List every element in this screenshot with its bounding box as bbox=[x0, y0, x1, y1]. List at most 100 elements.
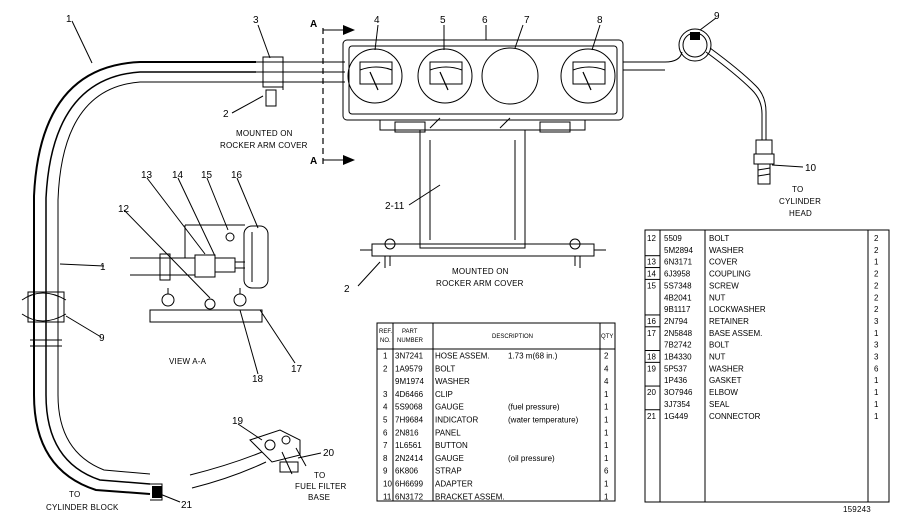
row-description: COVER bbox=[709, 258, 738, 267]
row-part-number: 1G449 bbox=[664, 412, 689, 421]
row-part-number: 6H6699 bbox=[395, 480, 424, 489]
row-description: NUT bbox=[709, 353, 726, 362]
row-ref: 4 bbox=[383, 403, 388, 412]
callout-9-lower: 9 bbox=[99, 333, 105, 344]
caption-mounted-on-2: MOUNTED ON bbox=[452, 267, 509, 276]
callout-12: 12 bbox=[118, 204, 130, 215]
row-ref: 5 bbox=[383, 416, 388, 425]
row-part-number: 6N3172 bbox=[395, 492, 424, 501]
row-ref: 11 bbox=[383, 492, 392, 501]
callout-3: 3 bbox=[253, 15, 259, 26]
row-description: BASE ASSEM. bbox=[709, 329, 762, 338]
row-part-number: 2N816 bbox=[395, 428, 419, 437]
row-description: RETAINER bbox=[709, 317, 749, 326]
header-part-2: NUMBER bbox=[397, 338, 424, 344]
header-ref-1: REF. bbox=[379, 329, 392, 335]
row-qty: 2 bbox=[874, 246, 879, 255]
callout-20: 20 bbox=[323, 448, 335, 459]
row-part-number: 6J3958 bbox=[664, 270, 691, 279]
row-qty: 3 bbox=[874, 341, 879, 350]
fuel-pressure-gauge bbox=[347, 48, 403, 104]
row-qty: 1 bbox=[874, 258, 879, 267]
row-description: SEAL bbox=[709, 400, 730, 409]
callout-19: 19 bbox=[232, 416, 244, 427]
callout-10: 10 bbox=[805, 163, 817, 174]
caption-to-3: TO bbox=[314, 471, 325, 480]
row-note: 1.73 m(68 in.) bbox=[508, 352, 558, 361]
callout-2: 2 bbox=[223, 109, 229, 120]
row-description: CLIP bbox=[435, 390, 453, 399]
row-description: GASKET bbox=[709, 376, 742, 385]
adapter bbox=[753, 139, 775, 185]
row-part-number: 7H9684 bbox=[395, 416, 424, 425]
tube-to-cylinder-head bbox=[623, 28, 767, 140]
caption-head: HEAD bbox=[789, 209, 812, 218]
row-part-number: 1L6561 bbox=[395, 441, 422, 450]
row-part-number: 6N3171 bbox=[664, 258, 693, 267]
row-qty: 2 bbox=[874, 293, 879, 302]
row-qty: 1 bbox=[604, 480, 609, 489]
row-qty: 1 bbox=[874, 329, 879, 338]
callout-15: 15 bbox=[201, 170, 213, 181]
header-part-1: PART bbox=[402, 329, 418, 335]
panel-button bbox=[481, 47, 539, 105]
caption-view-a-a: VIEW A-A bbox=[169, 357, 207, 366]
row-description: STRAP bbox=[435, 467, 462, 476]
row-part-number: 5S7348 bbox=[664, 281, 692, 290]
callout-18: 18 bbox=[252, 374, 264, 385]
caption-base: BASE bbox=[308, 493, 330, 502]
row-qty: 2 bbox=[874, 234, 879, 243]
row-ref: 3 bbox=[383, 390, 388, 399]
row-description: WASHER bbox=[709, 246, 744, 255]
section-letter-bottom: A bbox=[310, 156, 317, 167]
caption-cylinder: CYLINDER bbox=[779, 197, 821, 206]
callout-16: 16 bbox=[231, 170, 243, 181]
row-qty: 2 bbox=[874, 281, 879, 290]
header-ref-2: NO. bbox=[380, 338, 391, 344]
callout-2-11: 2-11 bbox=[385, 201, 405, 212]
row-description: BOLT bbox=[709, 341, 729, 350]
caption-rocker-arm-cover-1: ROCKER ARM COVER bbox=[220, 141, 308, 150]
row-description: BOLT bbox=[435, 364, 455, 373]
row-ref: 20 bbox=[647, 388, 656, 397]
row-description: HOSE ASSEM. bbox=[435, 352, 490, 361]
callout-21: 21 bbox=[181, 500, 193, 511]
water-temperature-indicator bbox=[417, 48, 473, 104]
clip bbox=[262, 56, 284, 107]
section-line-a-a bbox=[322, 25, 355, 165]
row-qty: 3 bbox=[874, 353, 879, 362]
row-ref: 16 bbox=[647, 317, 656, 326]
row-part-number: 2N794 bbox=[664, 317, 688, 326]
row-ref: 9 bbox=[383, 467, 388, 476]
row-ref: 8 bbox=[383, 454, 388, 463]
row-part-number: 4D6466 bbox=[395, 390, 424, 399]
hose-assembly-left bbox=[21, 61, 256, 495]
callout-14: 14 bbox=[172, 170, 184, 181]
row-part-number: 2N2414 bbox=[395, 454, 424, 463]
row-description: GAUGE bbox=[435, 454, 464, 463]
callout-6: 6 bbox=[482, 15, 488, 26]
figure-number: 159243 bbox=[843, 505, 871, 514]
row-qty: 2 bbox=[604, 352, 609, 361]
bracket-assembly bbox=[360, 130, 606, 268]
row-part-number: 9B1117 bbox=[664, 305, 691, 314]
row-part-number: 4B2041 bbox=[664, 293, 692, 302]
row-note: (fuel pressure) bbox=[508, 403, 560, 412]
caption-rocker-arm-cover-2: ROCKER ARM COVER bbox=[436, 279, 524, 288]
